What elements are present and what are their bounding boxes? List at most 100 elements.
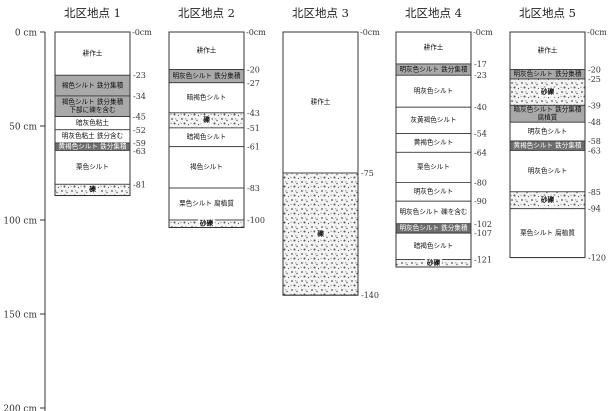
- layer-label: 明灰色シルト 鉄分集積: [399, 223, 467, 232]
- depth-label: -25: [588, 75, 601, 84]
- depth-label: -58: [588, 137, 601, 146]
- layer-label: 黄褐色シルト: [414, 138, 454, 147]
- column-outline: [54, 31, 131, 197]
- depth-label: -63: [588, 146, 601, 155]
- layer-label: 明灰色シルト 鉄分集積: [172, 71, 240, 80]
- layer-label: 明灰色シルト 鉄分集積: [399, 64, 467, 73]
- depth-label: -64: [474, 148, 487, 157]
- layer-plain: [395, 232, 472, 260]
- column-title: 北区地点 1: [64, 6, 121, 20]
- depth-label: -17: [474, 60, 487, 69]
- layer-label: 暗灰色粘土: [76, 118, 109, 127]
- column-outline: [168, 31, 245, 229]
- layer-label: 黄褐色シルト 鉄分集積: [58, 141, 126, 150]
- column-title: 北区地点 4: [405, 6, 462, 20]
- scale-tick-label: 100 cm: [3, 217, 37, 227]
- label-backdrop: [197, 218, 216, 229]
- label-backdrop: [315, 229, 326, 239]
- scale-tick-label: 0 cm: [15, 29, 38, 39]
- layer-label: 砂礫: [426, 258, 441, 267]
- layer-plain: [395, 74, 472, 108]
- layer-label: 明灰色シルト: [528, 126, 568, 135]
- depth-label: -120: [588, 254, 606, 263]
- depth-label-top: -0cm: [246, 28, 266, 37]
- depth-label: -102: [474, 220, 492, 229]
- scale-tick-label: 50 cm: [9, 123, 37, 133]
- label-backdrop: [538, 87, 557, 97]
- layer-label: 明灰色シルト: [528, 166, 568, 175]
- depth-scale: 0 cm 50 cm 100 cm 150 cm 200 cm: [3, 29, 46, 411]
- depth-label: -94: [588, 205, 601, 214]
- depth-label: -83: [247, 184, 260, 193]
- depth-label: -51: [247, 124, 260, 133]
- depth-label: -59: [133, 139, 146, 148]
- depth-label-top: -0cm: [587, 28, 607, 37]
- scale-tick-label: 200 cm: [3, 405, 37, 411]
- layer-label: 耕作土: [424, 43, 444, 52]
- depth-label: -63: [133, 147, 146, 156]
- layer-plain: [282, 31, 359, 174]
- layer-label: 礫: [316, 229, 324, 238]
- column-title: 北区地点 3: [292, 6, 349, 20]
- depth-label: -45: [133, 113, 146, 122]
- depth-label: -61: [247, 143, 260, 152]
- layer-label: 明灰色シルト 礫を含む: [399, 207, 467, 216]
- depth-label: -48: [588, 118, 601, 127]
- layer-label: 暗褐色シルト: [414, 241, 454, 250]
- depth-label: -107: [474, 229, 492, 238]
- layer-label: 黄褐色シルト 鉄分集積: [513, 140, 581, 149]
- layer-label: 明灰色シルト: [414, 86, 454, 95]
- layer-label: 砂礫: [540, 87, 555, 96]
- depth-label: -140: [361, 291, 379, 300]
- layer-plain: [168, 146, 245, 189]
- layer-label: 明灰色シルト 鉄分集積: [513, 69, 581, 78]
- layer-label: 暗褐色シルト: [187, 132, 227, 141]
- layer-label: 褐色シルト 鉄分集積下部に礫を含む: [62, 97, 124, 114]
- depth-label: -81: [133, 180, 146, 189]
- depth-label: -52: [133, 126, 146, 135]
- label-backdrop: [538, 195, 557, 206]
- layer-label: 褐色シルト: [190, 162, 223, 171]
- layer-label: 暗灰色シルト 鉄分集積腐植質: [513, 105, 581, 122]
- depth-label-top: -0cm: [132, 28, 152, 37]
- layer-label: 栗色シルト 腐植質: [520, 228, 575, 237]
- depth-label: -27: [247, 79, 260, 88]
- column-outline: [509, 31, 586, 259]
- depth-label: -40: [474, 103, 487, 112]
- layer-label: 褐色シルト 鉄分集積: [62, 80, 124, 89]
- label-backdrop: [87, 185, 98, 195]
- depth-label: -20: [588, 66, 601, 75]
- depth-label: -121: [474, 255, 492, 264]
- depth-label: -23: [133, 71, 146, 80]
- depth-label: -75: [361, 169, 374, 178]
- depth-label: -23: [474, 71, 487, 80]
- depth-label: -80: [474, 178, 487, 187]
- layer-label: 耕作土: [311, 97, 331, 106]
- depth-label: -39: [588, 101, 601, 110]
- scale-tick-label: 150 cm: [3, 311, 37, 321]
- label-backdrop: [201, 115, 212, 126]
- layer-label: 砂礫: [199, 218, 214, 227]
- depth-label-top: -0cm: [360, 28, 380, 37]
- layer-label: 明灰色粘土 鉄分含む: [62, 131, 124, 140]
- label-backdrop: [424, 258, 443, 269]
- layer-label: 砂礫: [540, 195, 555, 204]
- layer-label: 栗色シルト: [76, 162, 109, 171]
- depth-label: -54: [474, 130, 487, 139]
- layer-plain: [54, 150, 131, 185]
- layer-plain: [395, 106, 472, 134]
- depth-label: -34: [133, 92, 146, 101]
- depth-label: -43: [247, 109, 260, 118]
- layer-label: 耕作土: [83, 48, 103, 57]
- depth-label: -20: [247, 66, 260, 75]
- layer-label: 暗褐色シルト: [187, 93, 227, 102]
- layer-label: 耕作土: [538, 46, 558, 55]
- column-title: 北区地点 5: [519, 6, 576, 20]
- layer-plain: [395, 31, 472, 65]
- layer-plain: [168, 31, 245, 70]
